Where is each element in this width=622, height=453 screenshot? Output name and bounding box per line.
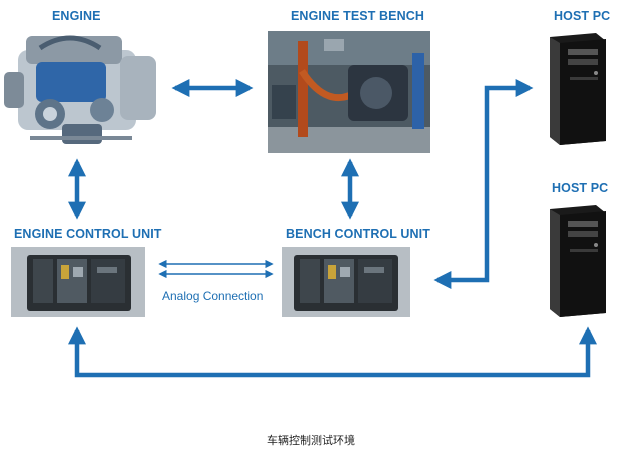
ecu-label: ENGINE CONTROL UNIT xyxy=(14,227,162,241)
engine-label: ENGINE xyxy=(52,9,101,23)
host-pc-top-label: HOST PC xyxy=(554,9,611,23)
figure-caption: 车辆控制测试环境 xyxy=(267,434,355,447)
host-pc-image-top xyxy=(536,33,608,145)
analog-connection-label: Analog Connection xyxy=(162,289,264,303)
bcu-image xyxy=(282,247,410,317)
host-pc-image-bottom xyxy=(536,205,608,317)
test-bench-label: ENGINE TEST BENCH xyxy=(291,9,424,23)
ecu-image xyxy=(11,247,145,317)
arrow-bcu-hostpc xyxy=(433,79,534,289)
bcu-label: BENCH CONTROL UNIT xyxy=(286,227,430,241)
test-bench-image xyxy=(268,31,430,153)
arrow-ecu-hostpc xyxy=(68,326,597,378)
engine-image xyxy=(0,28,162,156)
host-pc-bottom-label: HOST PC xyxy=(552,181,609,195)
